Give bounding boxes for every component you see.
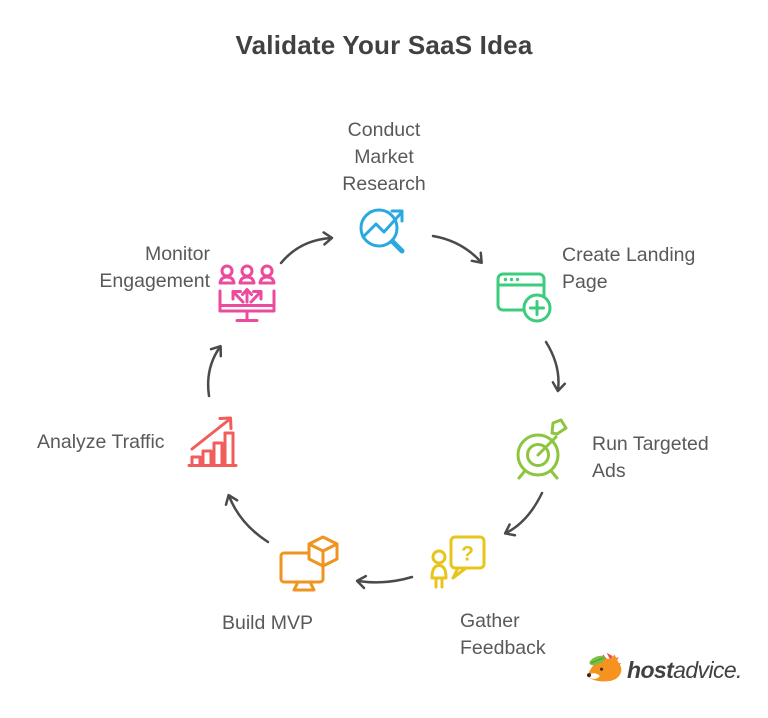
market-research-magnifier-icon	[359, 208, 405, 254]
arrow-landing-to-ads	[544, 340, 567, 393]
traffic-bar-chart-icon	[187, 416, 238, 467]
arrow-traffic-to-engagement	[206, 344, 223, 398]
landing-page-browser-icon	[496, 272, 552, 323]
arrow-mvp-to-traffic	[224, 493, 270, 544]
targeted-ads-dartboard-icon	[516, 418, 568, 480]
step-monitor-engagement-label: Monitor Engagement	[99, 243, 210, 292]
arrow-feedback-to-mvp	[355, 574, 414, 590]
engagement-audience-screen-icon	[218, 264, 276, 322]
arrow-ads-to-feedback	[503, 491, 544, 537]
step-conduct-market-research-label: Conduct Market Research	[342, 119, 426, 195]
feedback-person-bubble-icon: ?	[430, 535, 486, 589]
step-gather-feedback-label: Gather Feedback	[460, 610, 546, 659]
mvp-monitor-cube-icon	[279, 535, 339, 592]
hostadvice-logo: hostadvice.	[586, 651, 742, 689]
arrow-engagement-to-research	[279, 231, 334, 265]
step-analyze-traffic-label: Analyze Traffic	[37, 431, 165, 453]
hostadvice-wordmark: hostadvice.	[627, 657, 742, 684]
step-build-mvp-label: Build MVP	[222, 612, 314, 634]
step-run-targeted-ads-label: Run Targeted Ads	[592, 433, 709, 482]
step-create-landing-page-label: Create Landing Page	[562, 244, 696, 293]
arrow-research-to-landing	[431, 234, 483, 264]
wordmark-advice: advice.	[673, 656, 742, 683]
page-title: Validate Your SaaS Idea	[235, 30, 533, 60]
question-mark-glyph: ?	[461, 543, 474, 566]
wordmark-host: host	[627, 656, 674, 683]
hostadvice-fox-icon	[586, 652, 622, 682]
